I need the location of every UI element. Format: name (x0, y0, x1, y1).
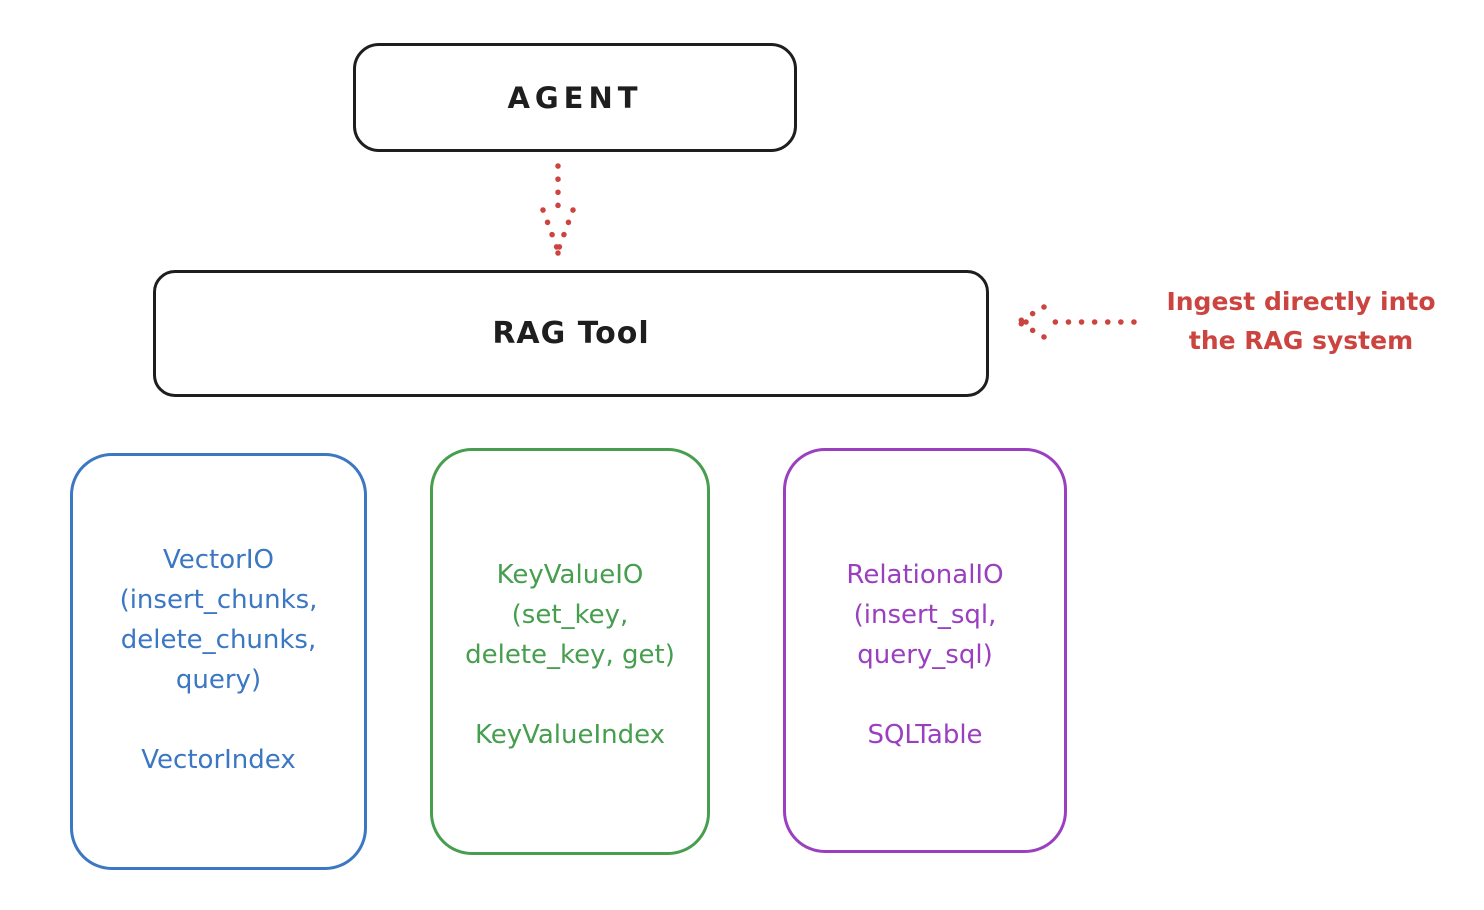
keyvalue-io-node: KeyValueIO (set_key, delete_key, get) Ke… (430, 448, 710, 855)
vector-io-methods-line1: (insert_chunks, (119, 585, 318, 615)
ingest-annotation: Ingest directly into the RAG system (1126, 282, 1476, 360)
relational-io-node: RelationalIO (insert_sql, query_sql) SQL… (783, 448, 1067, 853)
ingest-arrow-icon (1017, 304, 1137, 340)
vector-io-node: VectorIO (insert_chunks, delete_chunks, … (70, 453, 367, 870)
agent-label: AGENT (507, 80, 643, 115)
relational-io-methods-line2: query_sql) (857, 640, 993, 670)
ingest-annotation-line2: the RAG system (1188, 326, 1414, 355)
agent-node: AGENT (353, 43, 797, 152)
keyvalue-io-methods-line2: delete_key, get) (465, 640, 675, 670)
keyvalue-io-methods-line1: (set_key, (511, 600, 629, 630)
keyvalue-io-spacer (433, 675, 707, 715)
relational-io-methods-line1: (insert_sql, (853, 600, 997, 630)
rag-tool-label: RAG Tool (492, 316, 650, 351)
relational-io-title: RelationalIO (846, 560, 1004, 590)
sql-table-label: SQLTable (867, 720, 983, 750)
agent-to-rag-arrow-icon (540, 163, 576, 256)
relational-io-spacer (786, 675, 1064, 715)
ingest-annotation-line1: Ingest directly into (1166, 287, 1436, 316)
keyvalue-index-label: KeyValueIndex (474, 720, 666, 750)
vector-io-methods-line3: query) (175, 665, 262, 695)
vector-io-title: VectorIO (163, 545, 274, 575)
vector-io-spacer (73, 700, 364, 740)
rag-tool-node: RAG Tool (153, 270, 989, 397)
vector-io-methods-line2: delete_chunks, (120, 625, 317, 655)
vector-index-label: VectorIndex (141, 745, 296, 775)
keyvalue-io-title: KeyValueIO (496, 560, 644, 590)
